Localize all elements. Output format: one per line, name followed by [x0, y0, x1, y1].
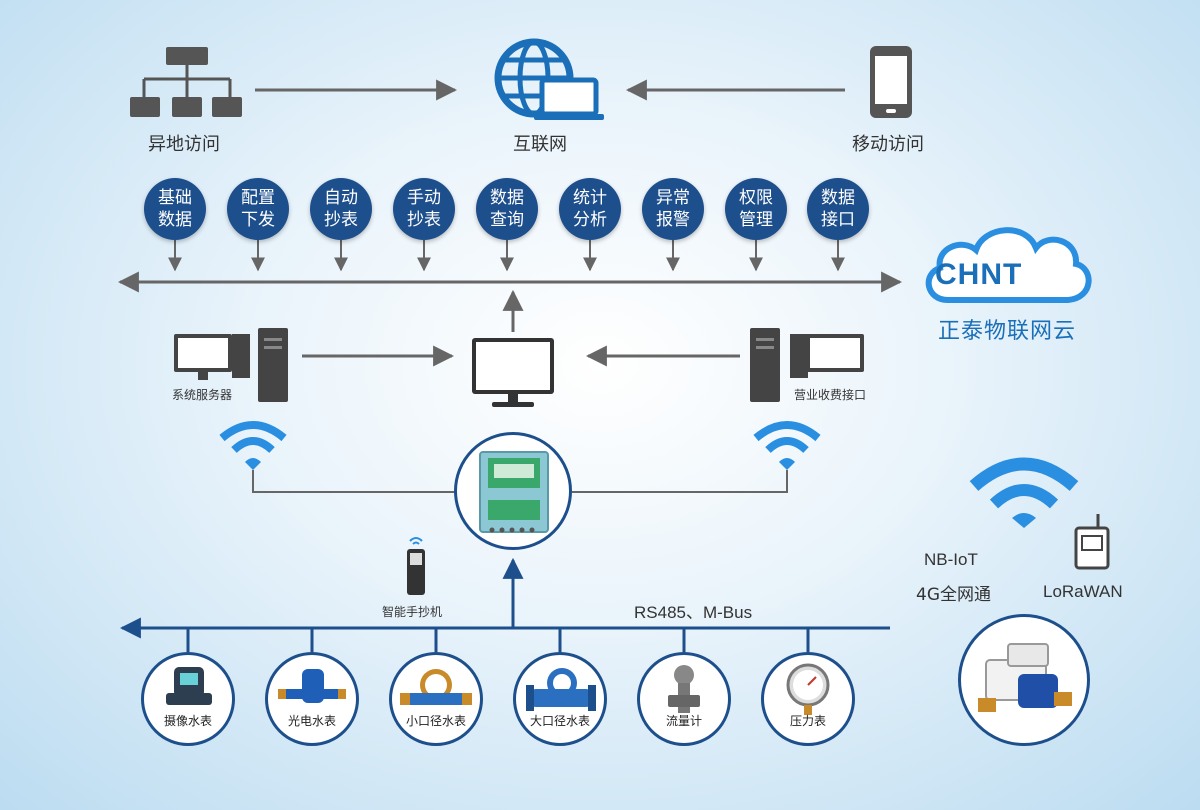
system-server-label: 系统服务器 — [172, 388, 233, 402]
wifi-right-icon — [753, 421, 821, 470]
meter-pressure[interactable]: 压力表 — [761, 652, 855, 746]
cloud-icon — [925, 227, 1092, 303]
function-alarm[interactable]: 异常报警 — [642, 178, 704, 240]
billing-interface-label: 营业收费接口 — [794, 388, 867, 402]
meter-small-caliber-label: 小口径水表 — [405, 714, 466, 728]
function-config-dispatch[interactable]: 配置下发 — [227, 178, 289, 240]
wireless-wifi-icon — [969, 457, 1079, 528]
function-label-line1: 手动 — [407, 188, 441, 208]
meter-flowmeter[interactable]: 流量计 — [637, 652, 731, 746]
handheld-label: 智能手抄机 — [382, 605, 443, 619]
function-label-line1: 配置 — [241, 188, 275, 208]
bus-label: RS485、M-Bus — [634, 603, 753, 622]
function-manual-reading[interactable]: 手动抄表 — [393, 178, 455, 240]
nbiot-label: NB-IoT — [924, 550, 978, 569]
handheld-reader-icon — [407, 537, 425, 595]
function-label-line1: 权限 — [739, 188, 773, 208]
function-down-arrows — [168, 240, 845, 272]
function-permission[interactable]: 权限管理 — [725, 178, 787, 240]
meter-camera-label: 摄像水表 — [163, 714, 212, 728]
camera-meter-icon — [166, 667, 212, 705]
function-label-line2: 报警 — [656, 210, 690, 230]
org-chart-icon — [130, 47, 242, 117]
function-auto-reading[interactable]: 自动抄表 — [310, 178, 372, 240]
function-basic-data[interactable]: 基础数据 — [144, 178, 206, 240]
function-label-line2: 分析 — [573, 210, 607, 230]
meter-large-caliber[interactable]: 大口径水表 — [513, 652, 607, 746]
smart-water-meter-icon — [978, 643, 1072, 712]
concentrator-device-icon — [479, 451, 549, 533]
meter-photoelectric[interactable]: 光电水表 — [265, 652, 359, 746]
line-left-wifi — [252, 470, 455, 493]
meter-flowmeter-label: 流量计 — [665, 714, 702, 728]
remote-access-label: 异地访问 — [148, 134, 220, 155]
function-label-line2: 接口 — [821, 210, 855, 230]
chnt-logo: CHNT — [935, 258, 1023, 291]
meter-camera[interactable]: 摄像水表 — [141, 652, 235, 746]
line-right-wifi — [572, 470, 788, 493]
function-label-line1: 自动 — [324, 188, 358, 208]
function-label-line2: 抄表 — [324, 210, 358, 230]
cloud-caption: 正泰物联网云 — [938, 319, 1077, 344]
monitor-icon — [472, 338, 554, 407]
lorawan-label: LoRaWAN — [1043, 582, 1123, 601]
meter-large-caliber-label: 大口径水表 — [529, 714, 590, 728]
small-caliber-meter-icon — [400, 669, 472, 705]
meter-pressure-label: 压力表 — [789, 714, 826, 728]
function-label-line2: 查询 — [490, 210, 524, 230]
meter-drop-lines — [186, 628, 810, 652]
function-label-line1: 异常 — [656, 188, 690, 208]
internet-label: 互联网 — [513, 134, 567, 155]
flowmeter-icon — [668, 665, 700, 713]
photoelectric-meter-icon — [278, 669, 346, 703]
billing-server-icon — [750, 328, 864, 402]
mobile-phone-icon — [870, 46, 912, 118]
wifi-left-icon — [219, 421, 287, 470]
pressure-gauge-icon — [786, 663, 830, 715]
mobile-access-label: 移动访问 — [852, 134, 924, 155]
function-data-interface[interactable]: 数据接口 — [807, 178, 869, 240]
meter-small-caliber[interactable]: 小口径水表 — [389, 652, 483, 746]
function-label-line1: 基础 — [158, 188, 192, 208]
function-label-line2: 下发 — [241, 210, 275, 230]
function-statistics[interactable]: 统计分析 — [559, 178, 621, 240]
meter-photoelectric-label: 光电水表 — [287, 714, 336, 728]
function-label-line2: 管理 — [739, 210, 773, 230]
function-label-line1: 统计 — [573, 188, 607, 208]
function-label-line1: 数据 — [821, 188, 855, 208]
function-label-line2: 抄表 — [407, 210, 441, 230]
system-server-icon — [174, 328, 288, 402]
function-label-line1: 数据 — [490, 188, 524, 208]
lorawan-device-icon — [1074, 514, 1110, 570]
internet-globe-icon — [494, 38, 604, 120]
function-label-line2: 数据 — [158, 210, 192, 230]
function-data-query[interactable]: 数据查询 — [476, 178, 538, 240]
4g-label: 4G全网通 — [916, 585, 991, 605]
large-caliber-meter-icon — [526, 668, 596, 711]
